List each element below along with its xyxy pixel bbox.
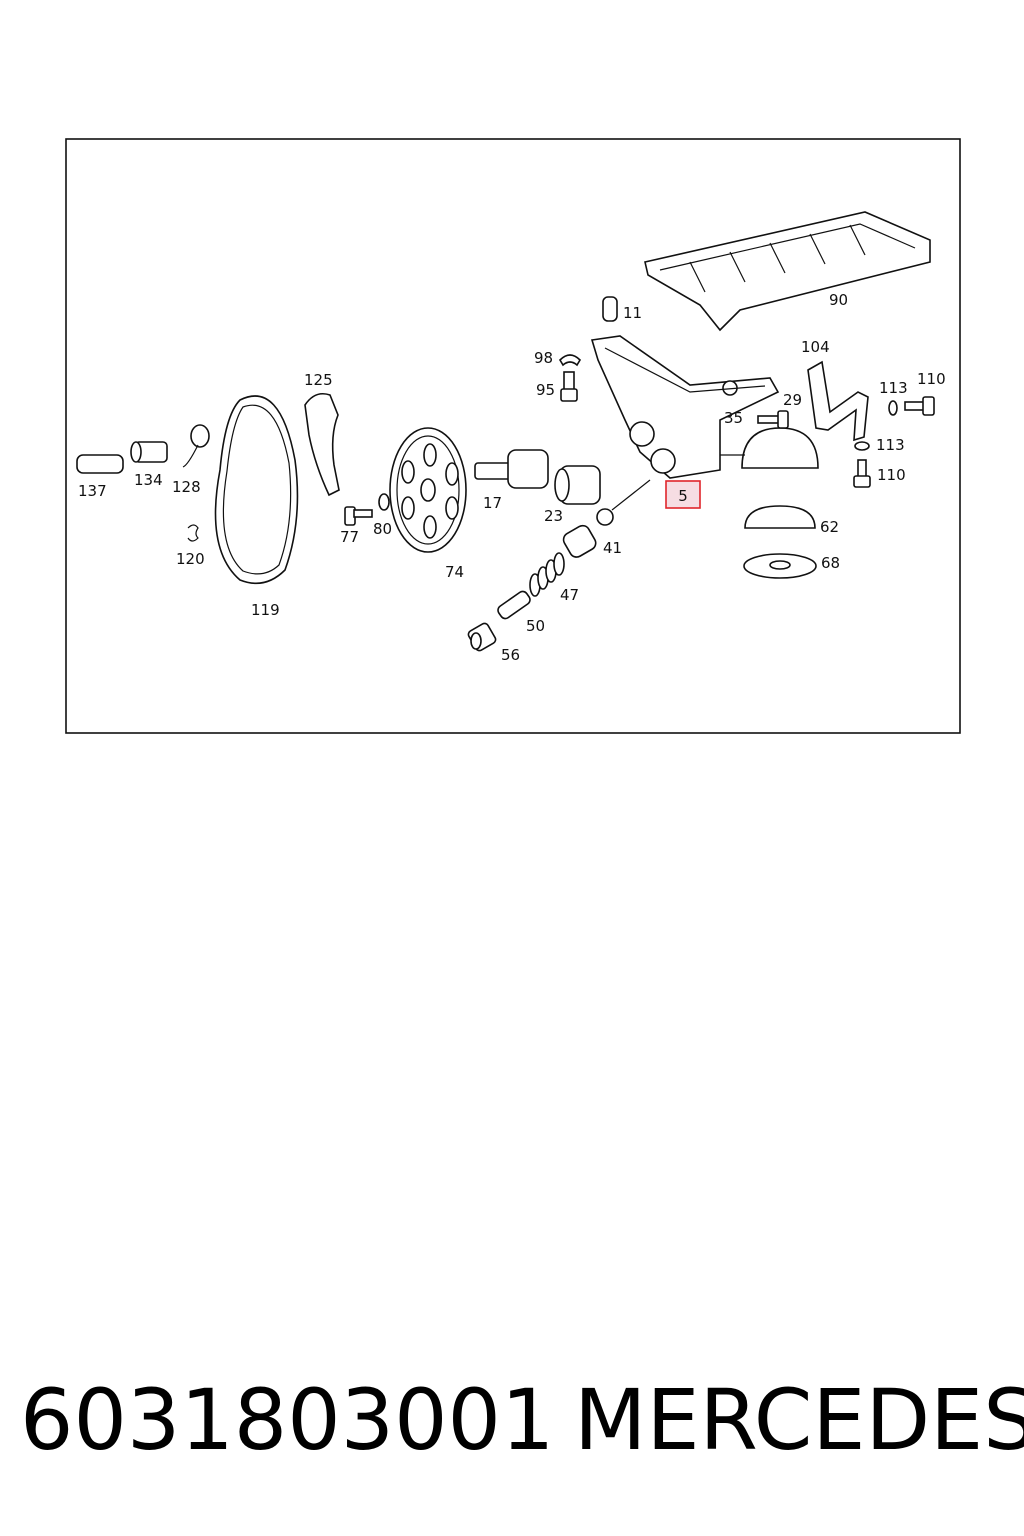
part-clip-98	[558, 354, 582, 367]
label-50: 50	[526, 617, 545, 635]
label-128: 128	[172, 478, 201, 496]
part-number: 6031803001	[20, 1371, 555, 1469]
part-piston-41	[562, 508, 614, 558]
label-137: 137	[78, 482, 107, 500]
label-95: 95	[536, 381, 555, 399]
label-29: 29	[783, 391, 802, 409]
label-47: 47	[560, 586, 579, 604]
leader-line-5	[611, 479, 651, 511]
label-98: 98	[534, 349, 553, 367]
part-screw-95	[560, 371, 578, 402]
part-bolt-77	[344, 506, 373, 526]
part-baffle-90	[644, 211, 931, 332]
label-134: 134	[134, 471, 163, 489]
label-35: 35	[724, 409, 743, 427]
part-rod-50	[497, 590, 531, 620]
label-110: 110	[917, 370, 946, 388]
label-113-lower: 113	[876, 436, 905, 454]
label-62: 62	[820, 518, 839, 536]
part-washer-113-lower	[854, 441, 870, 451]
label-74: 74	[445, 563, 464, 581]
part-washer-80	[378, 493, 390, 511]
parts-diagram: 5 11 90 98 95 104 113 110 29 35 113 110 …	[65, 138, 961, 734]
part-chain-119	[214, 395, 299, 585]
label-120: 120	[176, 550, 205, 568]
label-77: 77	[340, 528, 359, 546]
part-sleeve-11	[602, 296, 618, 322]
label-110-lower: 110	[877, 466, 906, 484]
part-washer-113	[888, 400, 898, 416]
label-17: 17	[483, 494, 502, 512]
part-cap-62	[744, 505, 816, 529]
label-23: 23	[544, 507, 563, 525]
part-bolt-110-lower	[853, 459, 871, 488]
label-80: 80	[373, 520, 392, 538]
part-gear-shaft-17	[474, 449, 549, 489]
label-90: 90	[829, 291, 848, 309]
label-5: 5	[678, 487, 688, 505]
part-bolt-29	[757, 410, 789, 429]
highlight-box-5	[665, 480, 701, 509]
part-spring-47	[529, 552, 565, 597]
part-sprocket-74	[389, 427, 467, 553]
part-bushing-134	[130, 441, 168, 463]
part-pin-137	[76, 454, 124, 474]
part-spring-128	[182, 424, 210, 468]
label-68: 68	[821, 554, 840, 572]
label-119: 119	[251, 601, 280, 619]
part-seal-68	[743, 553, 817, 579]
label-104: 104	[801, 338, 830, 356]
label-113: 113	[879, 379, 908, 397]
part-labels: 11 90 98 95 104 113 110 29 35 113 110 12…	[78, 291, 946, 664]
label-125: 125	[304, 371, 333, 389]
part-bolt-110	[904, 396, 935, 416]
part-rail-125	[304, 392, 340, 497]
brand-name: MERCEDES	[574, 1371, 1024, 1469]
part-bracket-104	[807, 360, 869, 442]
label-56: 56	[501, 646, 520, 664]
label-41: 41	[603, 539, 622, 557]
part-gear-23	[554, 465, 601, 505]
part-plug-56	[467, 622, 497, 652]
label-11: 11	[623, 304, 642, 322]
part-clip-120	[187, 524, 199, 542]
part-oil-pump-5	[590, 335, 780, 479]
